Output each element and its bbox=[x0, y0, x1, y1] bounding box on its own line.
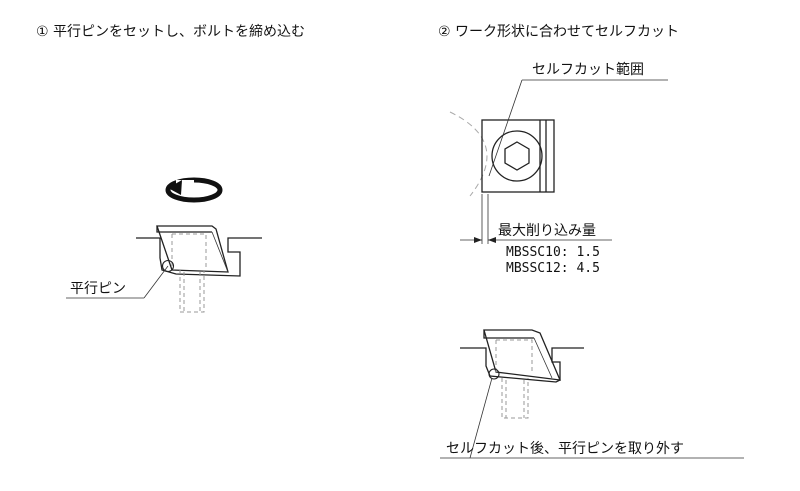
max-cut-label: 最大削り込み量 bbox=[498, 223, 596, 239]
spec-mbssc12: MBSSC12: 4.5 bbox=[506, 261, 600, 276]
step1-title: ① 平行ピンをセットし、ボルトを締め込む bbox=[36, 23, 305, 40]
step2-title: ② ワーク形状に合わせてセルフカット bbox=[438, 24, 679, 40]
step2-bolt bbox=[495, 339, 533, 419]
self-cut-range-label: セルフカット範囲 bbox=[532, 61, 644, 78]
step1-bolt bbox=[171, 233, 207, 313]
step1-clamp-block bbox=[156, 225, 229, 273]
bottom-label: セルフカット後、平行ピンを取り外す bbox=[446, 441, 684, 457]
removed-pin-position bbox=[440, 368, 744, 459]
step1-parallel-pin bbox=[66, 259, 175, 299]
spec-mbssc10: MBSSC10: 1.5 bbox=[506, 245, 600, 260]
rotation-arrow-icon bbox=[165, 177, 223, 203]
max-cut-dimension bbox=[460, 194, 612, 244]
step2-workpiece bbox=[460, 347, 584, 383]
step2-top-view bbox=[449, 111, 555, 197]
pin-label: 平行ピン bbox=[70, 281, 126, 297]
self-cut-range-leader bbox=[488, 79, 668, 177]
step2-clamp-block bbox=[483, 329, 562, 381]
step1-workpiece bbox=[136, 237, 262, 277]
